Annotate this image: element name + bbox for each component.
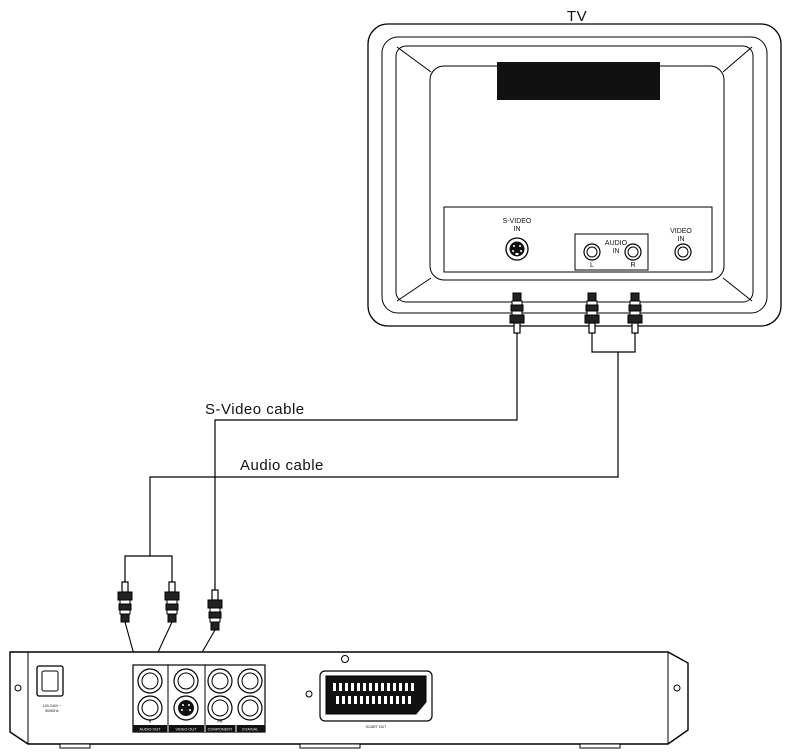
coaxial-label: COAXIAL [242, 728, 258, 732]
screw-right [673, 684, 681, 692]
tv-video-label-2: IN [678, 236, 685, 243]
tv-jack-panel [443, 206, 713, 273]
svideo-plug-player [207, 589, 223, 631]
component-pr-label: PR [218, 720, 223, 724]
audio-out-r-label: R [149, 720, 152, 724]
svideo-out-jack[interactable] [173, 695, 199, 721]
coaxial-jack[interactable] [237, 695, 263, 721]
tv-audio-label-2: IN [613, 248, 620, 255]
video-out-label: VIDEO OUT [176, 728, 198, 732]
tv-video-jack[interactable] [674, 243, 692, 261]
component-y-jack[interactable] [207, 668, 233, 694]
audio-out-r-jack[interactable] [137, 695, 163, 721]
tv-audio-r-label: R [630, 262, 635, 269]
tv-label-plate [497, 62, 660, 100]
tv-audio-l-label: L [590, 262, 594, 269]
power-rating-1: 100-240V ~ [43, 704, 62, 708]
component-pb-jack[interactable] [237, 668, 263, 694]
scart-pins [333, 683, 414, 704]
svideo-cable-wire [214, 333, 518, 590]
tv-audio-l-jack[interactable] [583, 243, 601, 261]
tv-audio-group [574, 233, 649, 271]
screw-left [14, 684, 22, 692]
audio-plug-player-left [117, 581, 133, 623]
dvd-player: 100-240V ~ 50/60Hz AUDIO OUT VIDEO OUT C… [9, 651, 689, 749]
power-rating-2: 50/60Hz [45, 709, 59, 713]
video-out-jack[interactable] [173, 668, 199, 694]
audio-cable-label: Audio cable [240, 457, 324, 474]
tv-audio-r-jack[interactable] [624, 243, 642, 261]
component-label: COMPONENT [208, 728, 233, 732]
tv-svideo-jack[interactable] [505, 237, 529, 261]
audio-out-label: AUDIO OUT [139, 728, 161, 732]
tv-audio-label-1: AUDIO [605, 240, 628, 247]
tv-inner-frame [381, 36, 768, 314]
scart-connector[interactable] [325, 675, 427, 715]
audio-plug-player-right [164, 581, 180, 623]
tv-svideo-label-2: IN [514, 226, 521, 233]
component-pr-jack[interactable] [207, 695, 233, 721]
tv-title: TV [567, 8, 587, 25]
screw-center [341, 655, 349, 663]
scart-out-label: SCART OUT [366, 725, 387, 729]
audio-out-l-jack[interactable] [137, 668, 163, 694]
audio-cable-wire [124, 333, 636, 582]
tv: TV S-VIDEO IN AUDIO IN [367, 8, 782, 327]
screw-lower [305, 690, 313, 698]
tv-back-plate [395, 45, 754, 303]
tv-svideo-label-1: S-VIDEO [503, 218, 532, 225]
svideo-cable-label: S-Video cable [205, 401, 305, 418]
tv-video-label-1: VIDEO [670, 228, 692, 235]
